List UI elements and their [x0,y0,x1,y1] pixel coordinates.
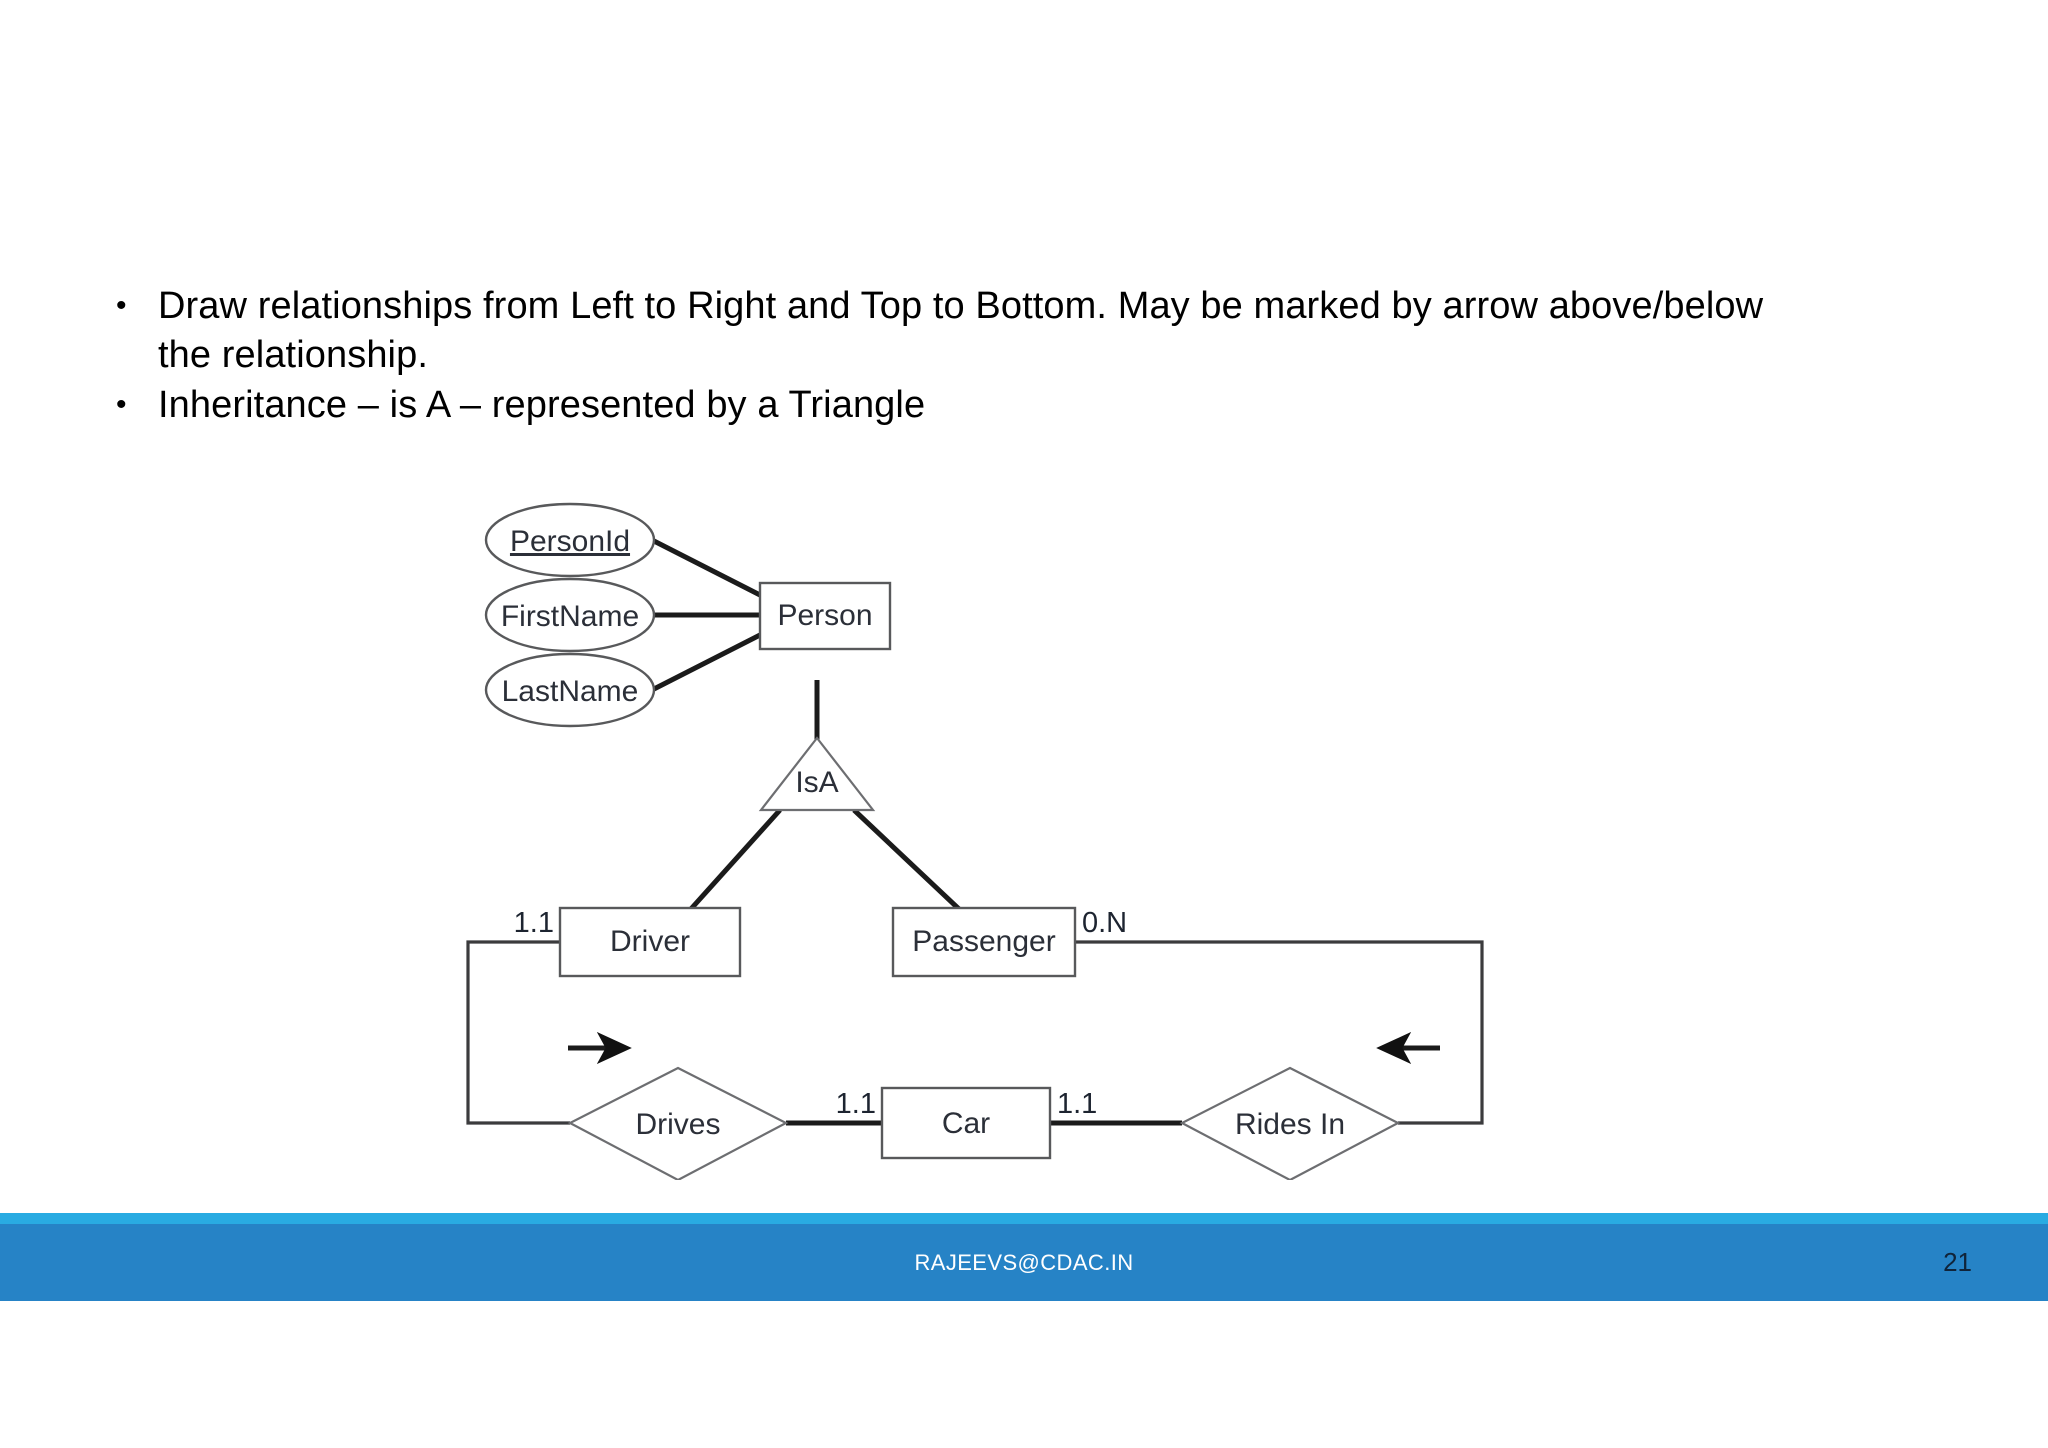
inheritance-isa-triangle[interactable]: IsA [758,736,876,812]
footer-band [0,1224,2048,1301]
isa-driver-connector [688,808,782,912]
bullet-marker: • [116,387,127,421]
entity-passenger[interactable]: Passenger [891,906,1077,978]
relationship-label: Rides In [1235,1108,1345,1141]
relationship-label: Drives [635,1108,720,1141]
entity-driver[interactable]: Driver [558,906,742,978]
cardinality-passenger: 0.N [1082,907,1127,939]
entity-person[interactable]: Person [758,581,892,651]
entity-car[interactable]: Car [880,1086,1052,1160]
passenger-ridesin-loop [1075,940,1484,1125]
er-diagram: PersonId FirstName LastName Person IsA [430,480,1540,1180]
list-item: • Inheritance – is A – represented by a … [110,381,1900,430]
entity-label: Person [777,599,872,632]
bullet-text: Draw relationships from Left to Right an… [158,285,1764,377]
list-item: • Draw relationships from Left to Right … [110,282,1900,381]
relationship-rides-in[interactable]: Rides In [1179,1066,1401,1180]
slide-footer: RAJEEVS@CDAC.IN 21 [0,1213,2048,1301]
attribute-label: LastName [502,675,639,708]
entity-label: Driver [610,925,690,958]
attribute-firstname[interactable]: FirstName [484,577,656,653]
page-number: 21 [1943,1247,1972,1277]
attribute-personid[interactable]: PersonId [484,502,656,578]
entity-label: Passenger [912,925,1055,958]
entity-label: Car [942,1107,990,1140]
bullet-marker: • [116,289,127,322]
cardinality-car-left: 1.1 [836,1088,876,1120]
attribute-label: FirstName [501,600,639,633]
cardinality-car-right: 1.1 [1057,1088,1097,1120]
driver-drives-loop [466,940,570,1125]
isa-passenger-connector [852,808,962,912]
relationship-drives[interactable]: Drives [567,1066,789,1180]
isa-label: IsA [795,766,838,799]
footer-accent-stripe [0,1213,2048,1224]
footer-contact-text: RAJEEVS@CDAC.IN [914,1249,1134,1275]
attribute-connectors [650,537,762,693]
bullet-list: • Draw relationships from Left to Right … [110,282,1900,430]
bullet-text: Inheritance – is A – represented by a Tr… [158,383,926,426]
cardinality-driver: 1.1 [514,907,554,939]
attribute-lastname[interactable]: LastName [484,652,656,728]
attribute-label: PersonId [510,525,630,558]
